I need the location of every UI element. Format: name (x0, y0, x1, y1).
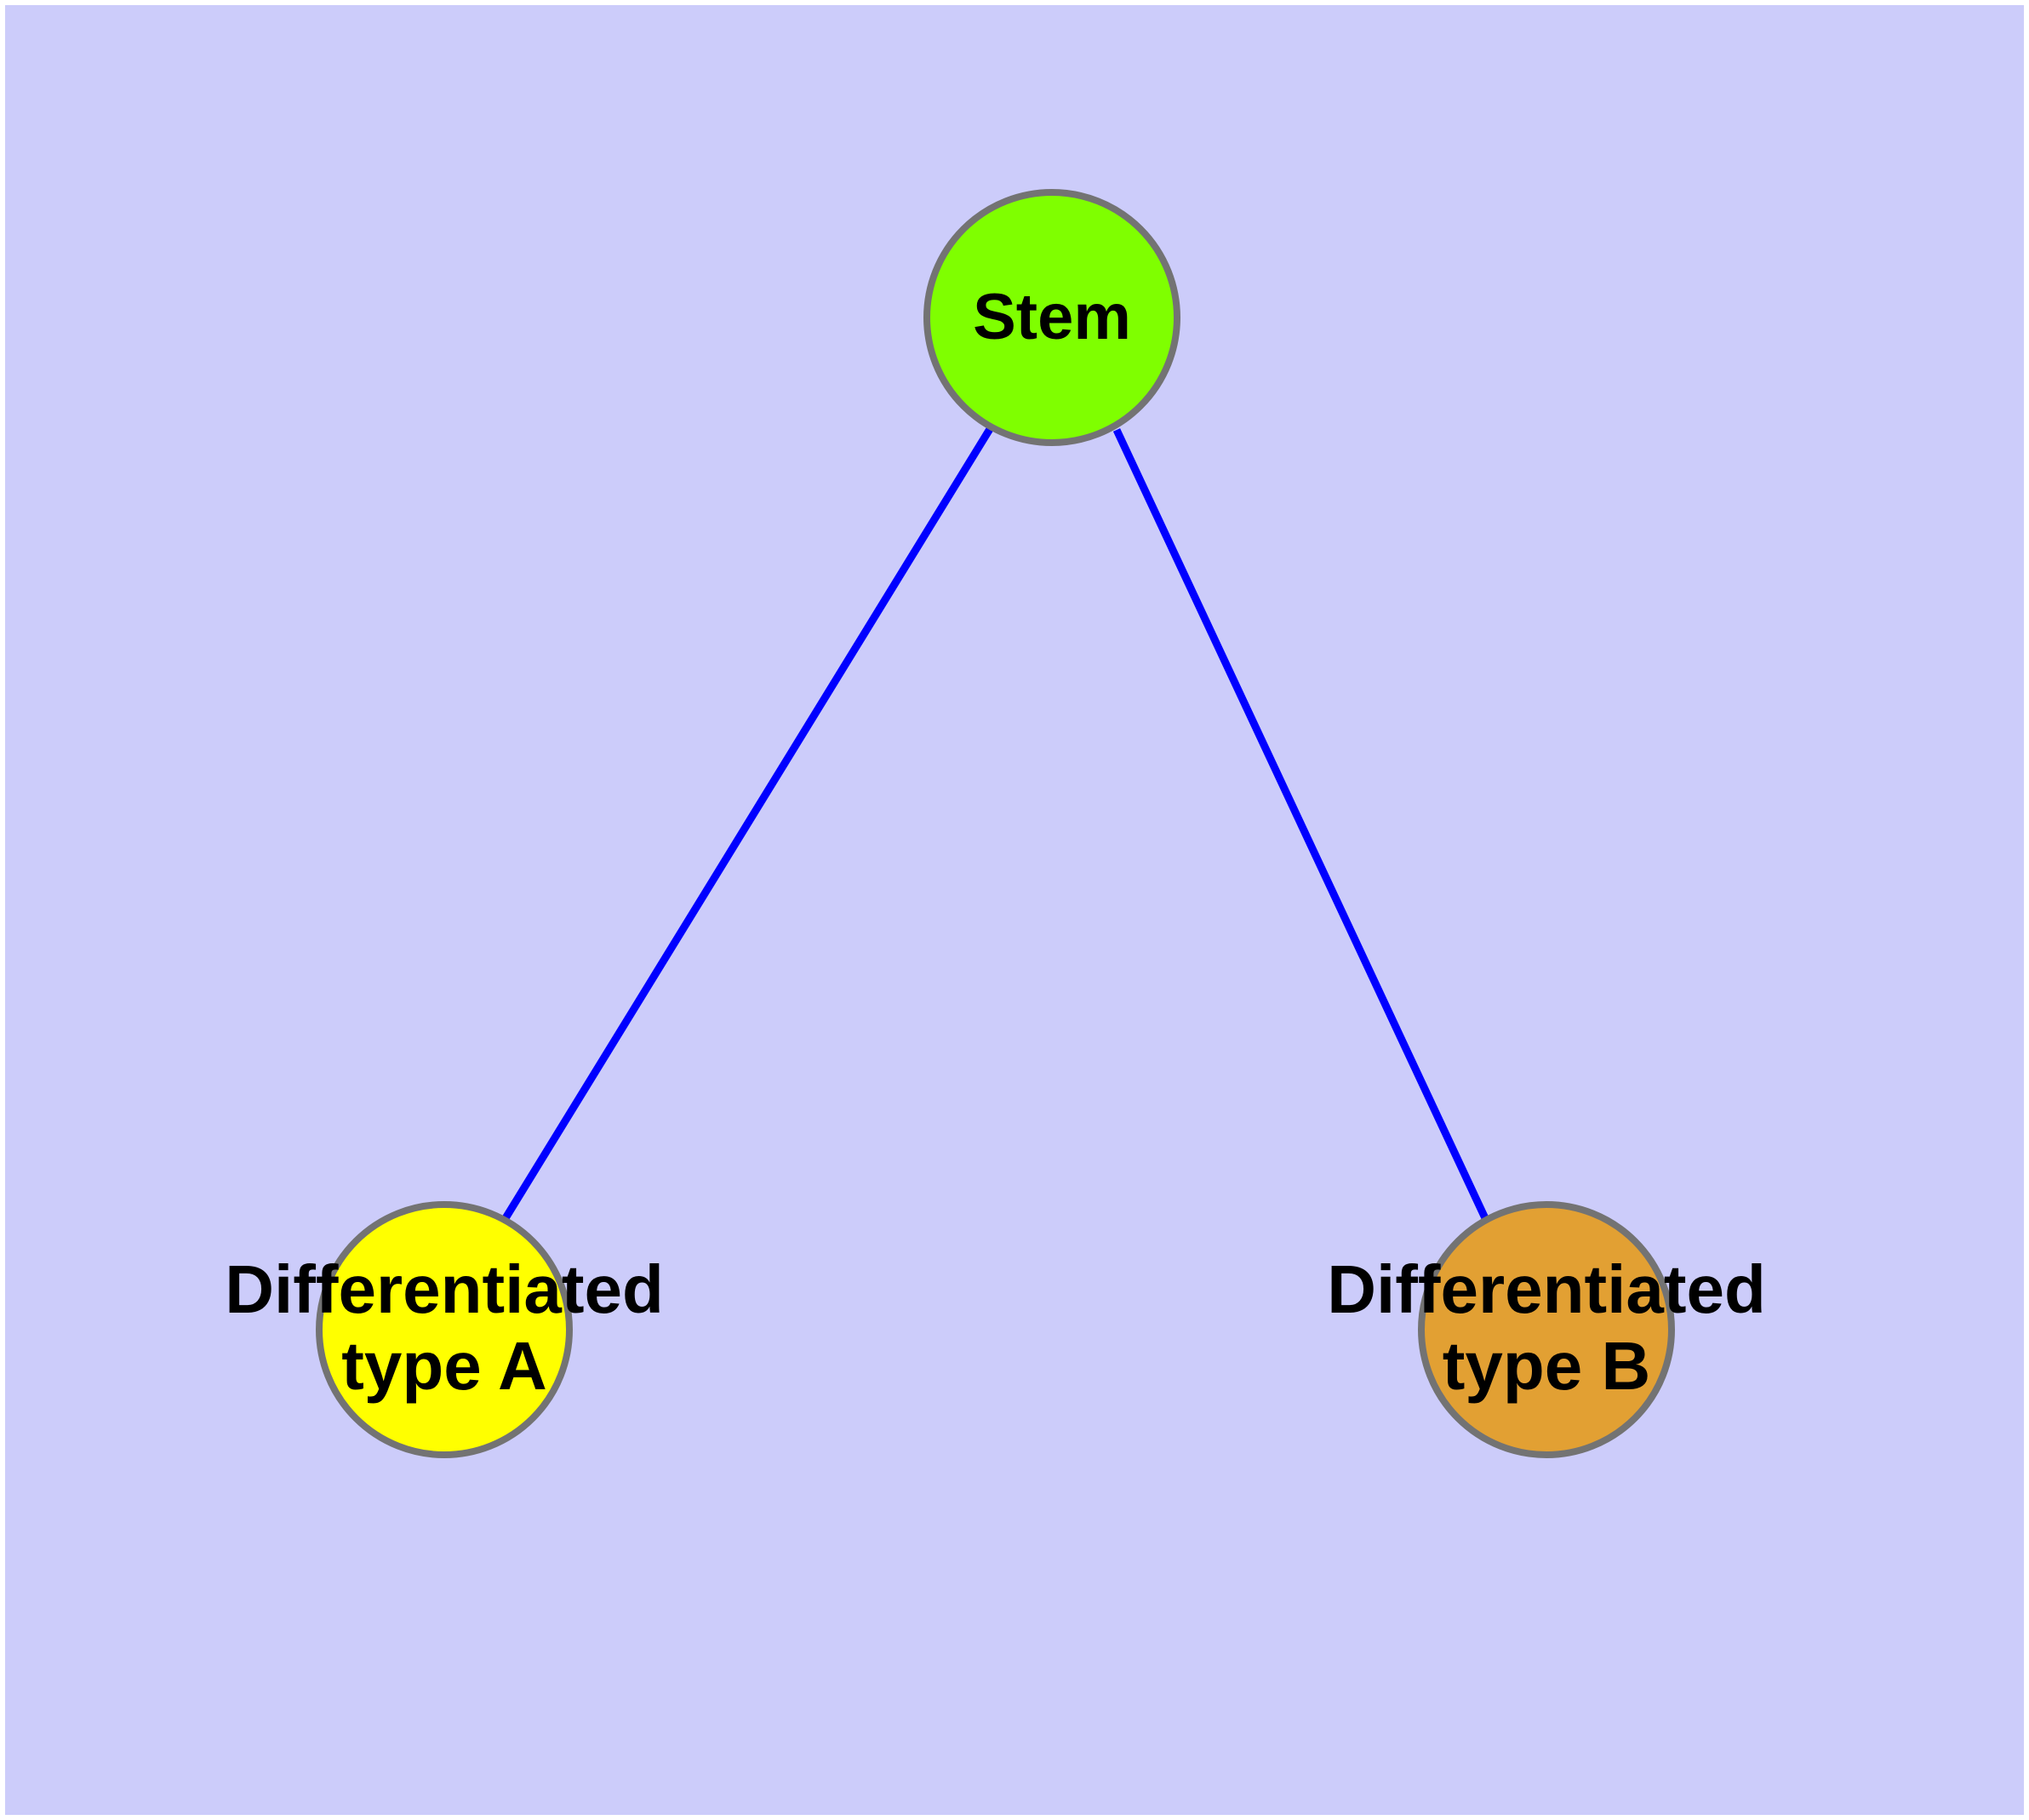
edge-stem-to-differentiated-type-a (502, 426, 993, 1221)
node-differentiated-type-b-circle[interactable] (1418, 1201, 1675, 1458)
node-differentiated-type-a-circle[interactable] (316, 1201, 573, 1458)
edge-stem-to-differentiated-type-b (1112, 428, 1489, 1220)
edge-layer (502, 426, 1489, 1221)
node-stem-circle[interactable] (923, 189, 1180, 446)
node-layer (316, 189, 1675, 1458)
